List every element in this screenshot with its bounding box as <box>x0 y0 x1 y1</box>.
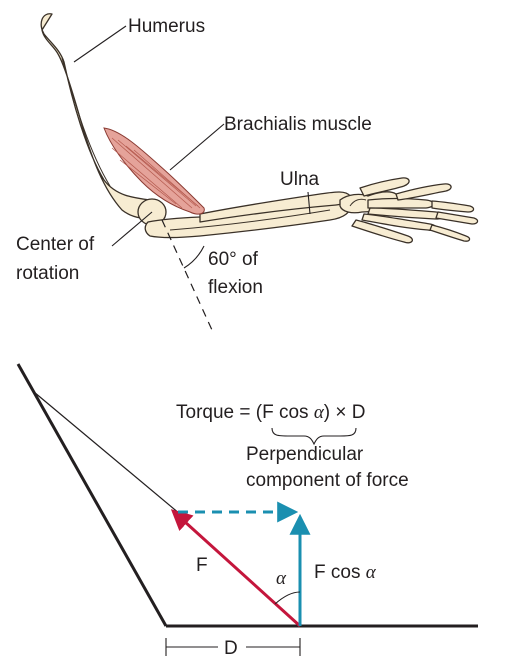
flexion-reference-line <box>161 219 213 331</box>
perpendicular-label-line2: component of force <box>246 470 409 491</box>
upper-arm-line <box>16 363 168 627</box>
component-label: F cos α <box>314 562 377 583</box>
humerus-leader <box>73 25 127 63</box>
center-of-rotation-label-line1: Center of <box>16 234 95 255</box>
torque-equation-alpha: α <box>314 402 325 423</box>
brachialis-muscle <box>103 127 205 215</box>
component-label-alpha: α <box>366 562 377 583</box>
ulna-label: Ulna <box>280 169 320 190</box>
arm-illustration <box>40 13 479 331</box>
flexion-label-line1: 60° of <box>208 249 259 270</box>
component-label-text: F cos <box>314 562 366 583</box>
torque-equation: Torque = (F cos α) × D <box>176 402 366 423</box>
distance-label: D <box>224 638 238 659</box>
ulna-leader <box>307 191 311 215</box>
torque-diagram <box>16 363 478 656</box>
hand-bones <box>339 177 479 244</box>
center-leader <box>111 211 153 247</box>
humerus-bone <box>40 13 163 220</box>
alpha-angle-arc <box>274 591 301 605</box>
perpendicular-label-line1: Perpendicular <box>246 444 364 465</box>
perpendicular-brace <box>271 427 357 446</box>
torque-equation-prefix: Torque = (F cos <box>176 402 314 423</box>
brachialis-label: Brachialis muscle <box>224 114 372 135</box>
center-of-rotation-label-line2: rotation <box>16 263 79 284</box>
force-vector <box>170 509 302 628</box>
flexion-label-line2: flexion <box>208 277 263 298</box>
torque-equation-suffix: ) × D <box>324 402 366 423</box>
muscle-line-of-action <box>33 391 181 515</box>
flexion-angle-arc <box>183 245 205 269</box>
alpha-angle-label: α <box>276 568 287 589</box>
brachialis-leader <box>169 123 225 171</box>
force-label: F <box>196 555 208 576</box>
humerus-label: Humerus <box>128 16 205 37</box>
